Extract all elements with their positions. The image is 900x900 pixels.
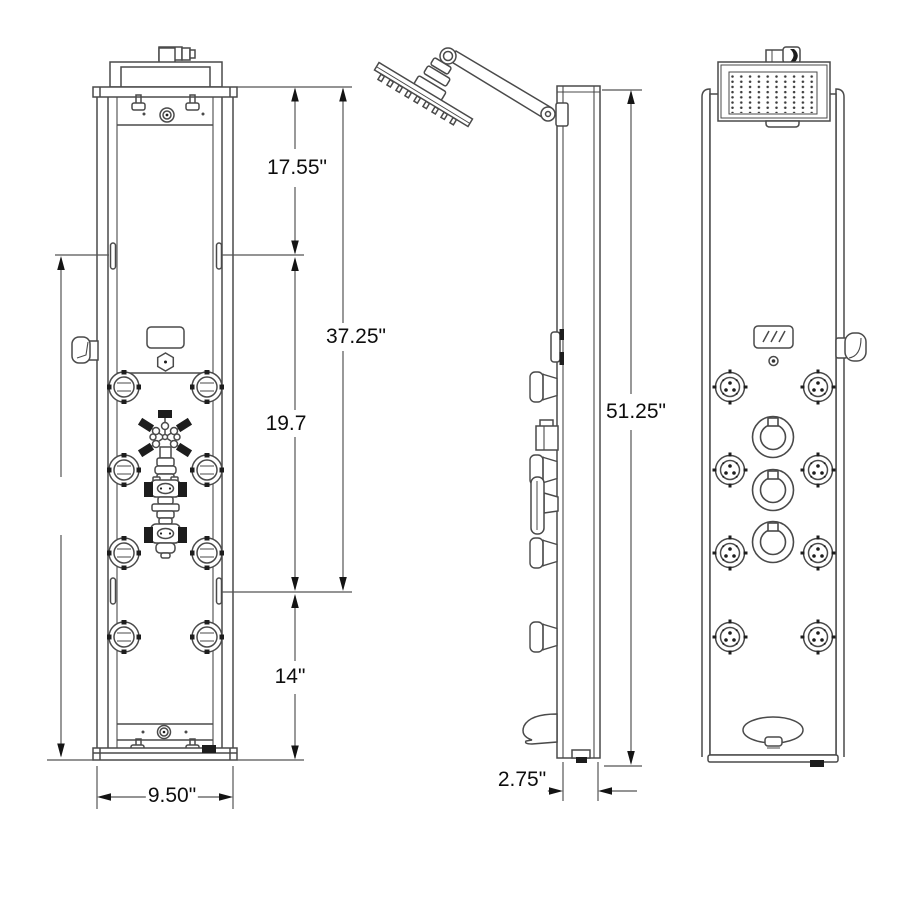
hanger-brackets — [117, 94, 213, 126]
dimension-lines — [47, 86, 642, 809]
display-window-front — [753, 325, 794, 349]
rain-head-front — [717, 46, 831, 128]
shower-arm-side — [413, 47, 569, 127]
display-window-rear — [146, 326, 185, 349]
dimension-upper-total — [339, 87, 347, 591]
dim-label-top-section: 17.55" — [264, 156, 330, 180]
towel-hook-side — [550, 329, 564, 365]
side-view — [373, 47, 601, 763]
rain-head-side — [373, 61, 474, 128]
hex-nut — [156, 352, 175, 372]
base-assembly — [92, 723, 238, 761]
tub-spout-front — [742, 716, 804, 749]
valve-assembly — [137, 410, 193, 559]
indicator-light — [768, 355, 779, 367]
dim-label-jet-section: 19.7 — [263, 412, 309, 436]
tub-spout-side — [522, 713, 558, 745]
dimension-panel-width — [97, 793, 233, 801]
control-knobs-front — [751, 415, 795, 564]
dim-label-bottom-section: 14" — [272, 665, 308, 689]
front-view — [701, 46, 867, 767]
lever-handle-side — [530, 476, 559, 535]
dim-label-panel-width: 9.50" — [145, 784, 199, 808]
dimension-bottom-section — [291, 594, 299, 760]
side-panel-column — [556, 85, 601, 759]
dim-label-panel-depth: 2.75" — [495, 768, 549, 792]
dimension-top-section — [291, 87, 299, 255]
rear-view — [71, 46, 238, 761]
dimension-unlabeled-left — [57, 256, 65, 758]
dim-label-upper-total: 37.25" — [323, 325, 389, 349]
front-base — [707, 754, 839, 767]
diverter-knob-side — [535, 419, 559, 451]
dimension-jet-section — [291, 257, 299, 591]
dim-label-overall-height: 51.25" — [603, 400, 669, 424]
front-rails — [701, 88, 845, 757]
towel-hook-left — [71, 336, 99, 364]
foot-side — [571, 749, 591, 763]
mounting-bracket — [92, 61, 238, 98]
towel-hook-front — [835, 332, 867, 362]
dimension-overall-height — [627, 90, 635, 765]
